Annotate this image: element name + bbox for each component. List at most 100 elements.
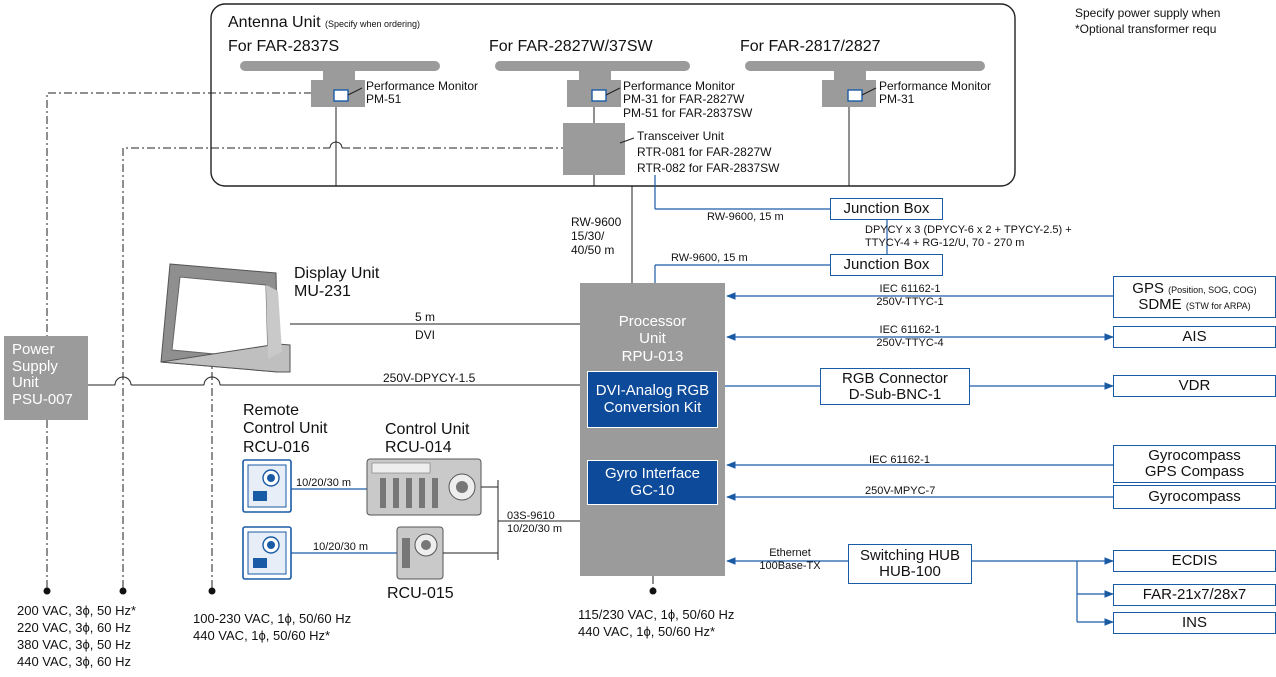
cable-ethernet-line-2: 100Base-TX [759,560,821,573]
rcu016-device [242,459,292,513]
processor-line-3: RPU-013 [621,347,684,365]
antenna-variant-2837s: For FAR-2837S [228,38,340,55]
switching-hub-line-2: HUB-100 [879,563,941,580]
cable-dpycy-line-2: TTYCY-4 + RG-12/U, 70 - 270 m [865,236,1025,249]
processor-line-1: Processor [618,313,687,330]
ext-sdme-note: (STW for ARPA) [1185,301,1251,311]
rcu016-device-2 [242,526,292,580]
cable-ais-line-1: IEC 61162-1 [879,324,941,336]
cable-rw9600-line-3: 40/50 m [571,242,615,257]
cable-gps-line-2: 250V-TTYC-1 [876,296,944,309]
cable-gps-line-1: IEC 61162-1 [879,283,941,295]
top-note-line-1: Specify power supply when [1075,6,1221,20]
cable-control-line-2: 10/20/30 m [507,522,563,535]
ext-ecdis-label: ECDIS [1171,552,1218,570]
pm-center-line-1: Performance Monitor [623,79,736,93]
ext-gps-sdme: GPS (Position, SOG, COG) SDME (STW for A… [1113,276,1276,318]
pm-left-label: Performance Monitor PM-51 [366,79,479,107]
display-unit-line-2: MU-231 [294,283,351,301]
ext-ins: INS [1113,612,1276,634]
power-1p-a-line-2: 440 VAC, 1ϕ, 50/60 Hz* [193,627,331,643]
display-unit-monitor [160,263,291,373]
psu-line-1: Power [12,341,55,358]
cable-dpycy: DPYCY x 3 (DPYCY-6 x 2 + TPYCY-2.5) + TT… [865,224,1072,249]
rcu014-device [366,458,482,516]
junction-box-bottom-label: Junction Box [843,256,930,274]
power-3p-line-4: 440 VAC, 3ϕ, 60 Hz [17,653,131,669]
top-note-line-2: *Optional transformer requ [1075,21,1217,36]
transceiver-label: Transceiver Unit RTR-081 for FAR-2827W R… [637,128,780,177]
dvi-kit-line-1: DVI-Analog RGB [595,382,710,400]
antenna-variant-2827w: For FAR-2827W/37SW [489,38,653,55]
cable-psu: 250V-DPYCY-1.5 [383,371,476,385]
antenna-variant-2817: For FAR-2817/2827 [740,38,881,55]
top-note: Specify power supply when *Optional tran… [1075,6,1220,37]
cable-ais-line-2: 250V-TTYC-4 [876,337,944,350]
power-single-phase-1: 100-230 VAC, 1ϕ, 50/60 Hz 440 VAC, 1ϕ, 5… [193,611,351,645]
junction-box-bottom: Junction Box [830,254,943,276]
power-1p-b-line-2: 440 VAC, 1ϕ, 50/60 Hz* [578,623,716,639]
ext-gyro-line-2: GPS Compass [1144,463,1245,480]
antenna-radiator-right [745,61,985,71]
cable-dvi: DVI [415,328,436,342]
display-unit-label: Display Unit MU-231 [294,265,379,302]
rgb-connector-line-2: D-Sub-BNC-1 [848,385,942,403]
remote-cu-line-1: Remote [243,402,300,419]
psu-line-2: Supply [12,357,58,375]
power-3p-line-1: 200 VAC, 3ϕ, 50 Hz* [17,603,137,618]
ext-ins-label: INS [1181,614,1207,632]
psu-line-3: Unit [12,374,39,391]
cable-ethernet-line-1: Ethernet [769,547,811,559]
pm-right-line-1: Performance Monitor [879,79,992,93]
remote-control-unit-label: Remote Control Unit RCU-016 [243,402,327,457]
processor-line-2: Unit [639,330,666,348]
gyro-if-line-1: Gyro Interface [604,465,701,483]
pm-left-line-2: PM-51 [366,92,402,107]
remote-cu-line-2: Control Unit [243,420,328,438]
antenna-radiator-left [240,61,440,71]
ext-gps-note: (Position, SOG, COG) [1168,285,1257,296]
ext-vdr-label: VDR [1178,377,1211,395]
cable-ais: IEC 61162-1 250V-TTYC-4 [850,324,970,350]
rcu015-device [396,526,444,580]
transceiver-line-2: RTR-081 for FAR-2827W [637,145,772,160]
transceiver-line-3: RTR-082 for FAR-2837SW [637,161,780,176]
antenna-unit-title: Antenna Unit (Specify when ordering) [228,14,420,32]
ext-far: FAR-21x7/28x7 [1113,584,1276,606]
junction-box-top: Junction Box [830,198,943,220]
antenna-unit-title-text: Antenna Unit [228,14,321,31]
junction-box-top-label: Junction Box [843,200,930,218]
rgb-connector-line-1: RGB Connector [842,369,948,387]
ext-sdme-label: SDME [1138,296,1182,313]
control-unit-label: Control Unit RCU-014 [385,421,469,458]
cable-rw9600-15-top: RW-9600, 15 m [707,211,784,223]
rgb-connector: RGB Connector D-Sub-BNC-1 [820,368,970,405]
dvi-kit-line-2: Conversion Kit [603,398,702,416]
power-3p-line-3: 380 VAC, 3ϕ, 50 Hz [17,636,131,652]
cable-gyro-2: 250V-MPYC-7 [865,485,936,497]
antenna-radiator-center [495,61,690,71]
control-unit-line-2: RCU-014 [385,439,452,457]
power-1p-a-line-1: 100-230 VAC, 1ϕ, 50/60 Hz [193,611,352,626]
pm-center-label: Performance Monitor PM-31 for FAR-2827W … [623,79,752,120]
display-unit-line-1: Display Unit [294,265,380,282]
ext-gyro-line-1: Gyrocompass [1148,447,1241,465]
ext-far-label: FAR-21x7/28x7 [1142,586,1247,604]
ext-gyro-gps: Gyrocompass GPS Compass [1113,445,1276,483]
switching-hub-line-1: Switching HUB [859,547,961,565]
power-3p-line-2: 220 VAC, 3ϕ, 60 Hz [17,619,131,635]
remote-cu-line-3: RCU-016 [243,438,310,456]
pm-left-line-1: Performance Monitor [366,79,479,93]
antenna-unit-title-note: (Specify when ordering) [324,19,421,29]
pm-right-label: Performance Monitor PM-31 [879,79,992,107]
transceiver-unit [563,123,625,175]
cable-gps: IEC 61162-1 250V-TTYC-1 [850,283,970,309]
cable-gyro-1: IEC 61162-1 [869,454,930,466]
control-unit-line-1: Control Unit [385,421,470,438]
dvi-analog-kit: DVI-Analog RGB Conversion Kit [587,371,718,428]
cable-dpycy-line-1: DPYCY x 3 (DPYCY-6 x 2 + TPYCY-2.5) + [865,224,1072,236]
ext-gyrocompass: Gyrocompass [1113,485,1276,509]
rcu015-label: RCU-015 [387,585,454,602]
transceiver-line-1: Transceiver Unit [637,129,724,143]
